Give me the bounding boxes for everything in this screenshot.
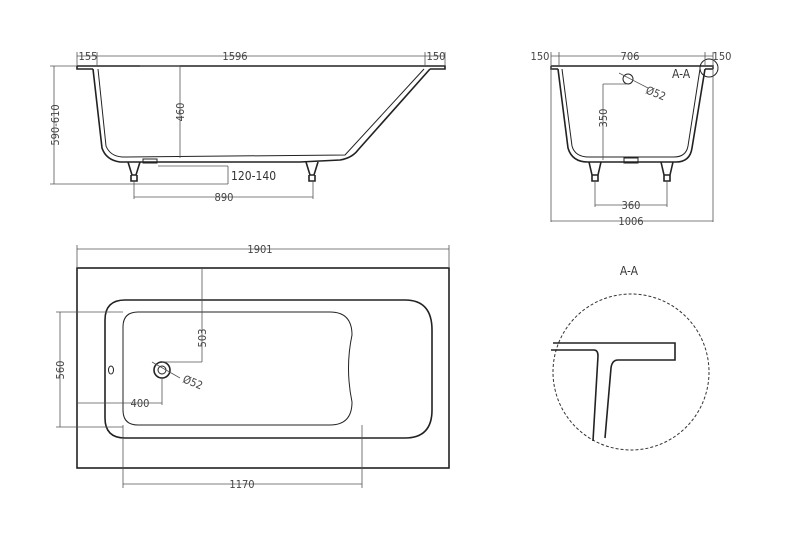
plan-drain-inner bbox=[157, 365, 167, 375]
end-foot-right bbox=[660, 161, 674, 182]
dim-plan-total-length: 1901 bbox=[247, 243, 272, 256]
dim-plan-drain-from-end: 400 bbox=[131, 397, 150, 410]
side-foot-right bbox=[305, 161, 319, 182]
plan-drain-diameter: Ø52 bbox=[181, 373, 205, 393]
dim-side-depth: 460 bbox=[174, 103, 187, 122]
dim-end-left-rim: 150 bbox=[531, 50, 550, 63]
plan-overflow bbox=[108, 365, 114, 375]
side-drain bbox=[142, 158, 158, 164]
dim-side-height: 590-610 bbox=[49, 104, 62, 145]
side-foot-left bbox=[127, 161, 141, 182]
section-inner-profile bbox=[551, 349, 599, 442]
dim-side-length-top: 1596 bbox=[222, 50, 247, 63]
dim-plan-inner-width: 560 bbox=[54, 361, 67, 380]
section-marker-circle bbox=[699, 58, 719, 78]
plan-tub-bottom bbox=[122, 311, 353, 426]
dim-side-feet-spacing: 890 bbox=[215, 191, 234, 204]
section-detail-circle bbox=[552, 293, 710, 451]
end-overflow-drain bbox=[622, 73, 634, 85]
side-tub-outline bbox=[92, 68, 431, 163]
dim-end-feet-spacing: 360 bbox=[622, 199, 641, 212]
side-rim bbox=[76, 65, 446, 70]
dim-side-feet-height: 120-140 bbox=[231, 169, 276, 183]
dim-side-left-rim: 155 bbox=[79, 50, 98, 63]
section-detail-aa: A-A bbox=[551, 264, 710, 451]
end-drain bbox=[623, 157, 639, 164]
dim-end-total-width: 1006 bbox=[618, 215, 643, 228]
side-view: 155 1596 150 590-610 460 120-140 890 bbox=[49, 50, 446, 204]
dim-end-drain-height: 350 bbox=[597, 109, 610, 128]
end-view: Ø52 A-A 150 706 150 350 360 1006 bbox=[531, 50, 732, 228]
end-drain-diameter: Ø52 bbox=[644, 84, 668, 104]
section-marker-label: A-A bbox=[672, 67, 691, 81]
end-foot-left bbox=[588, 161, 602, 182]
section-detail-title: A-A bbox=[620, 264, 639, 278]
dim-side-right-rim: 150 bbox=[427, 50, 446, 63]
plan-view: 1901 503 Ø52 560 400 1170 bbox=[54, 243, 450, 491]
end-tub-inner bbox=[561, 68, 701, 158]
dim-plan-drain-offset: 503 bbox=[196, 329, 209, 348]
dim-end-right-rim: 150 bbox=[713, 50, 732, 63]
plan-tub-bowl bbox=[104, 299, 433, 439]
side-tub-inner bbox=[97, 68, 425, 158]
dim-plan-bottom-length: 1170 bbox=[229, 478, 254, 491]
plan-outer-rim bbox=[76, 267, 450, 469]
dim-end-width-top: 706 bbox=[621, 50, 640, 63]
section-rim-profile bbox=[553, 342, 676, 439]
end-tub-outline bbox=[557, 68, 706, 163]
